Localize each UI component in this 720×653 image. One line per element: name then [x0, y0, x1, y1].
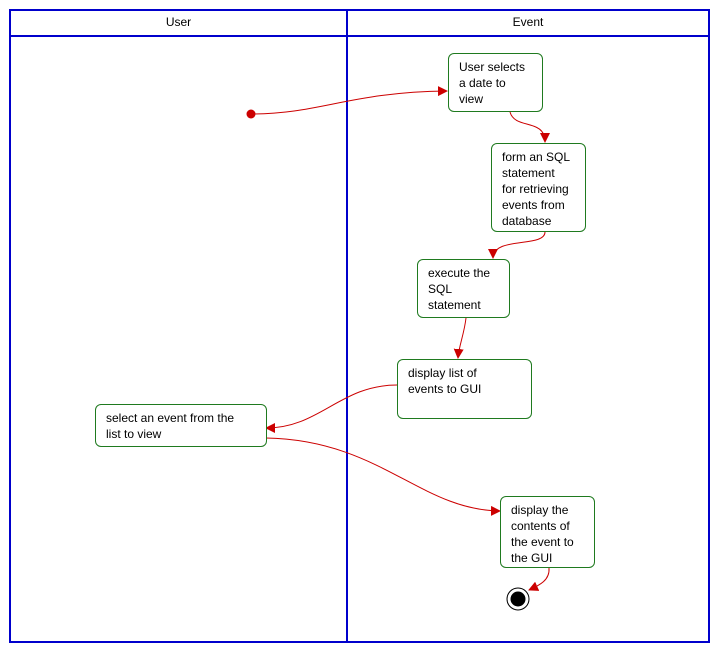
flow-select-event-to-display-contents: [265, 437, 501, 516]
flow-display-contents-to-end: [528, 567, 550, 591]
activity-select-event: select an event from the list to view: [95, 404, 267, 447]
lane-header-user: User: [165, 15, 192, 29]
activity-display-contents: display the contents of the event to the…: [500, 496, 595, 568]
swimlane-frame: [9, 9, 710, 643]
flow-form-sql-to-execute: [488, 231, 546, 259]
flow-start-to-select-date: [250, 86, 448, 115]
lane-header-event: Event: [512, 15, 544, 29]
activity-display-list: display list of events to GUI: [397, 359, 532, 419]
flow-select-date-to-form-sql: [509, 111, 550, 143]
initial-node: [246, 109, 256, 119]
activity-form-sql: form an SQL statement for retrieving eve…: [491, 143, 586, 232]
activity-execute-sql: execute the SQL statement: [417, 259, 510, 318]
activity-select-date: User selects a date to view: [448, 53, 543, 112]
flow-display-list-to-select-event: [265, 384, 398, 433]
final-node: [506, 587, 530, 611]
flow-execute-to-display-list: [453, 317, 467, 359]
